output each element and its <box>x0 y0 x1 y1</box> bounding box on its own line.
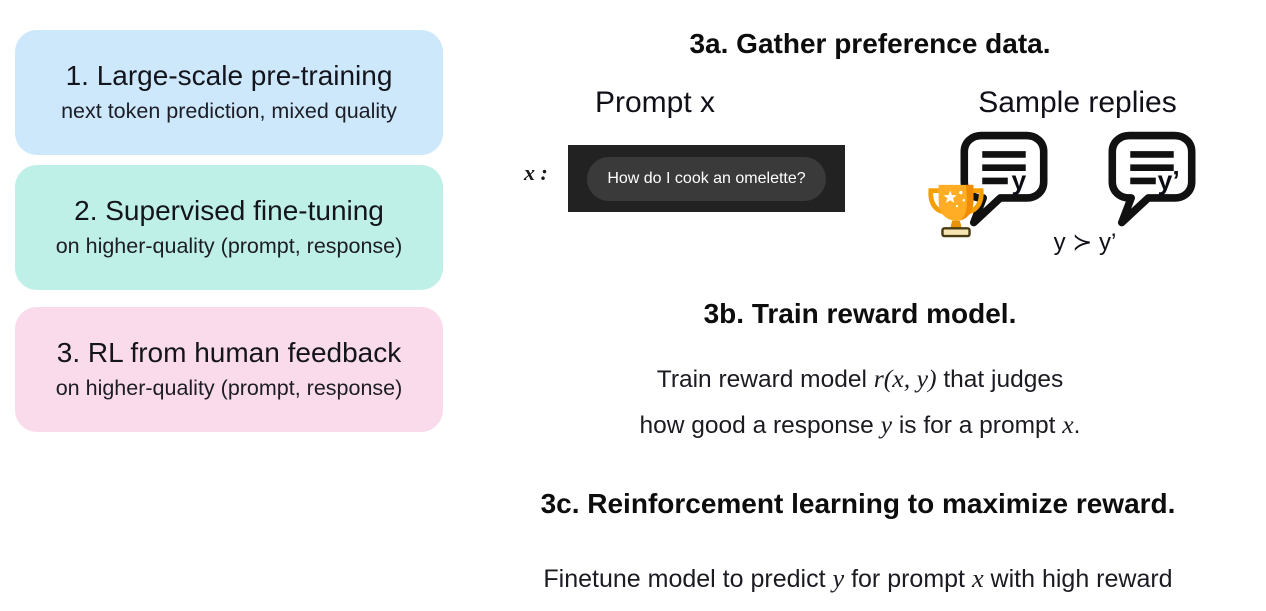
step-title: 1. Large-scale pre-training <box>65 60 393 92</box>
text-segment: Train reward model <box>656 366 874 393</box>
text-segment: Finetune model to predict <box>543 565 833 593</box>
sft-step-box: 2. Supervised fine-tuning on higher-qual… <box>15 165 443 290</box>
step-subtitle: on higher-quality (prompt, response) <box>55 376 403 401</box>
gather-preference-heading: 3a. Gather preference data. <box>689 28 1051 59</box>
math-segment: y <box>832 564 845 593</box>
rl-body-text: Finetune model to predict y for prompt x… <box>450 556 1266 602</box>
math-segment: y <box>880 410 893 439</box>
rl-maximize-reward-heading: 3c. Reinforcement learning to maximize r… <box>540 488 1176 519</box>
pretraining-step-box: 1. Large-scale pre-training next token p… <box>15 30 443 155</box>
math-segment: x <box>1062 410 1074 439</box>
prompt-message-bubble: How do I cook an omelette? <box>587 156 826 201</box>
trophy-icon <box>928 184 984 238</box>
train-reward-model-heading: 3b. Train reward model. <box>703 298 1017 329</box>
text-segment: . <box>1073 412 1081 439</box>
prompt-label: Prompt x <box>594 86 716 119</box>
x-math-label: x : <box>524 160 548 185</box>
text-segment: that judges <box>936 366 1064 393</box>
text-segment: for prompt <box>844 565 972 593</box>
speech-bubble-icon: y’ <box>1108 131 1196 227</box>
math-segment: r(x, y) <box>873 364 937 393</box>
step-title: 3. RL from human feedback <box>56 337 402 369</box>
math-segment: x <box>971 564 984 593</box>
text-segment: how good a response <box>639 412 881 439</box>
text-segment: with high reward <box>983 565 1173 593</box>
reward-model-body: Train reward model r(x, y) that judges h… <box>510 356 1210 448</box>
reply-label-y: y <box>1012 165 1027 195</box>
preference-relation-text: y ≻ y’ <box>1053 229 1117 256</box>
reply-label-y-prime: y’ <box>1158 165 1180 195</box>
text-segment: is for a prompt <box>892 412 1063 439</box>
step-title: 2. Supervised fine-tuning <box>74 195 384 227</box>
step-subtitle: next token prediction, mixed quality <box>61 99 397 124</box>
sample-replies-label: Sample replies <box>978 86 1177 119</box>
rlhf-step-box: 3. RL from human feedback on higher-qual… <box>15 307 443 432</box>
speech-bubble-icon: y <box>960 131 1048 227</box>
prompt-chat-box: How do I cook an omelette? <box>568 145 845 212</box>
step-subtitle: on higher-quality (prompt, response) <box>55 234 403 259</box>
